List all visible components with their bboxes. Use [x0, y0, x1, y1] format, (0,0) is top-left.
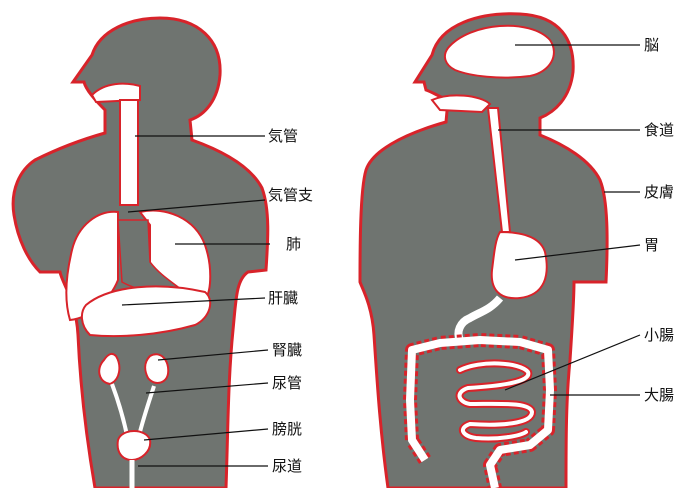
label-ureter: 尿管: [272, 374, 302, 392]
stomach: [492, 232, 547, 298]
label-trachea: 気管: [268, 127, 298, 145]
label-skin: 皮膚: [644, 183, 674, 201]
label-liver: 肝臓: [268, 289, 298, 307]
right-kidney: [145, 354, 168, 383]
label-urethra: 尿道: [272, 457, 302, 475]
label-bladder: 膀胱: [272, 420, 302, 438]
label-brain: 脳: [644, 36, 659, 54]
label-esophagus: 食道: [644, 121, 674, 139]
label-small-intestine: 小腸: [644, 326, 674, 344]
label-kidney: 腎臓: [272, 341, 302, 359]
trachea: [120, 100, 138, 205]
label-large-intestine: 大腸: [644, 386, 674, 404]
right-body-silhouette: [360, 14, 607, 488]
label-stomach: 胃: [644, 236, 659, 254]
label-bronchus: 気管支: [268, 186, 313, 204]
label-lung: 肺: [286, 235, 301, 253]
